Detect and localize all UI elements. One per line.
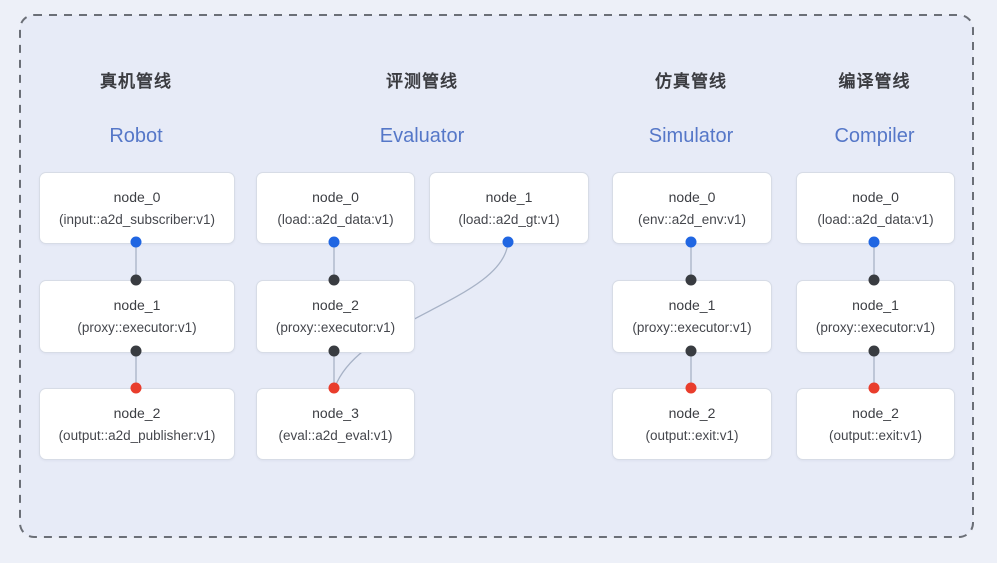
dark-port-dot (685, 345, 697, 357)
node-box-compiler-node0: node_0 (load::a2d_data:v1) (796, 172, 955, 244)
node-title: node_3 (312, 404, 359, 421)
pipeline-title-cn-compiler: 编译管线 (838, 72, 911, 91)
node-box-simulator-node0: node_0 (env::a2d_env:v1) (612, 172, 772, 244)
node-box-evaluator-node2: node_2 (proxy::executor:v1) (256, 280, 415, 353)
dark-port-dot (868, 345, 880, 357)
red-port-dot (328, 382, 340, 394)
node-subtitle: (proxy::executor:v1) (77, 320, 197, 335)
node-subtitle: (proxy::executor:v1) (632, 320, 752, 335)
connector-curve (334, 241, 509, 388)
node-subtitle: (output::exit:v1) (828, 427, 923, 443)
pipeline-title-cn-evaluator: 评测管线 (386, 72, 458, 91)
red-port-dot (685, 382, 697, 394)
node-title: node_1 (852, 297, 899, 313)
blue-port-dot (502, 236, 514, 248)
node-subtitle: (env::a2d_env:v1) (637, 211, 747, 227)
pipeline-title-en-simulator: Simulator (648, 125, 734, 147)
node-box-robot-node2: node_2 (output::a2d_publisher:v1) (39, 388, 235, 460)
dark-port-dot (685, 274, 697, 286)
node-title: node_0 (852, 188, 899, 205)
blue-port-dot (868, 236, 880, 248)
node-title: node_2 (113, 404, 161, 421)
node-box-robot-node0: node_0 (input::a2d_subscriber:v1) (39, 172, 235, 244)
node-title: node_0 (113, 188, 161, 205)
node-box-simulator-node2: node_2 (output::exit:v1) (612, 388, 772, 460)
node-title: node_1 (485, 188, 533, 205)
node-title: node_2 (668, 404, 716, 421)
red-port-dot (868, 382, 880, 394)
pipeline-title-en-evaluator: Evaluator (379, 125, 465, 147)
node-subtitle: (load::a2d_gt:v1) (458, 211, 560, 227)
pipeline-title-cn-robot: 真机管线 (100, 72, 172, 91)
node-subtitle: (input::a2d_subscriber:v1) (58, 211, 216, 227)
node-box-evaluator-node0: node_0 (load::a2d_data:v1) (256, 172, 415, 244)
node-subtitle: (proxy::executor:v1) (815, 320, 936, 335)
node-box-simulator-node1: node_1 (proxy::executor:v1) (612, 280, 772, 353)
dark-port-dot (130, 345, 142, 357)
node-title: node_1 (113, 297, 161, 313)
node-title: node_2 (852, 404, 899, 421)
blue-port-dot (130, 236, 142, 248)
node-box-compiler-node2: node_2 (output::exit:v1) (796, 388, 955, 460)
node-subtitle: (output::exit:v1) (645, 427, 739, 443)
dark-port-dot (328, 274, 340, 286)
dark-port-dot (868, 274, 880, 286)
node-subtitle: (eval::a2d_eval:v1) (278, 427, 393, 443)
node-title: node_0 (312, 188, 359, 205)
node-box-evaluator-node3: node_3 (eval::a2d_eval:v1) (256, 388, 415, 460)
blue-port-dot (685, 236, 697, 248)
node-subtitle: (load::a2d_data:v1) (277, 211, 394, 227)
dark-port-dot (328, 345, 340, 357)
blue-port-dot (328, 236, 340, 248)
red-port-dot (130, 382, 142, 394)
node-subtitle: (output::a2d_publisher:v1) (58, 427, 216, 443)
node-box-robot-node1: node_1 (proxy::executor:v1) (39, 280, 235, 353)
pipeline-title-en-robot: Robot (109, 125, 163, 147)
node-subtitle: (proxy::executor:v1) (275, 320, 396, 335)
node-title: node_0 (668, 188, 716, 205)
node-title: node_1 (668, 297, 716, 313)
dark-port-dot (130, 274, 142, 286)
node-subtitle: (load::a2d_data:v1) (817, 211, 934, 227)
pipeline-title-cn-simulator: 仿真管线 (655, 72, 727, 91)
node-box-compiler-node1: node_1 (proxy::executor:v1) (796, 280, 955, 353)
node-box-evaluator-node1: node_1 (load::a2d_gt:v1) (429, 172, 589, 244)
pipeline-title-en-compiler: Compiler (834, 125, 915, 147)
node-title: node_2 (312, 297, 359, 313)
